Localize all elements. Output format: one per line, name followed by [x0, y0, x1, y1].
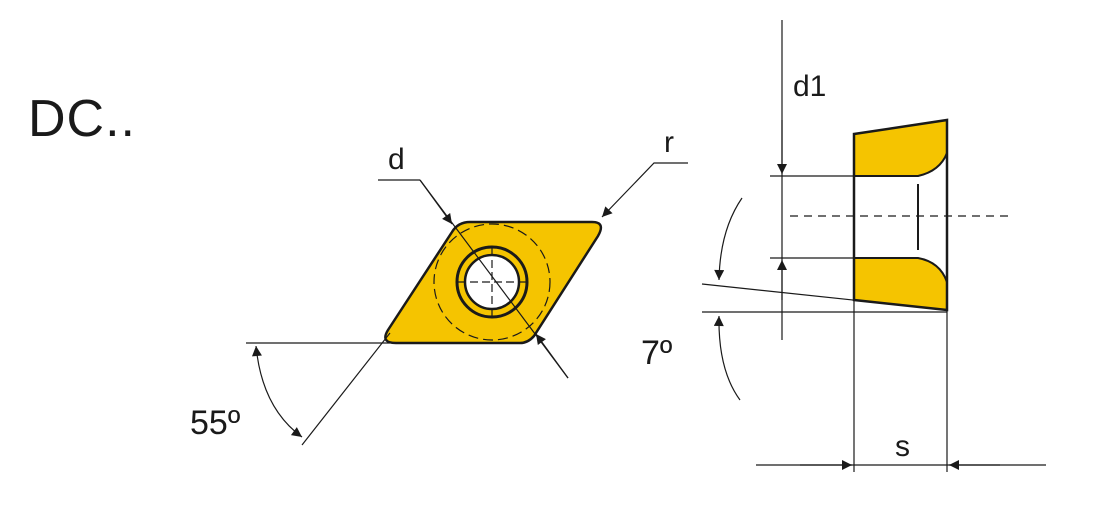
inscribed-circle [433, 223, 551, 341]
clearance-arc-upper [714, 197, 743, 281]
nose-angle-edge-extension [301, 332, 391, 446]
hole-top-edge [854, 152, 948, 177]
label-clearance-angle: 7º [641, 334, 673, 372]
side-bottom-wedge [854, 258, 947, 310]
insert-side-view [701, 20, 1046, 472]
clearance-angled-line [701, 283, 948, 311]
d-arrow-top [419, 179, 453, 225]
side-top-wedge [854, 120, 947, 176]
clearance-arc-lower [713, 315, 741, 401]
hole-bottom-edge [854, 257, 948, 283]
label-s: s [895, 430, 910, 463]
d-arrow-bottom [535, 333, 569, 379]
insert-top-view [246, 162, 688, 446]
label-d1: d1 [793, 70, 827, 103]
label-r: r [664, 126, 674, 159]
r-leader-line [601, 162, 688, 218]
diagram-title: DC.. [28, 90, 136, 148]
label-nose-angle: 55º [190, 404, 241, 442]
label-d: d [388, 143, 405, 176]
nose-angle-arc [251, 345, 303, 438]
